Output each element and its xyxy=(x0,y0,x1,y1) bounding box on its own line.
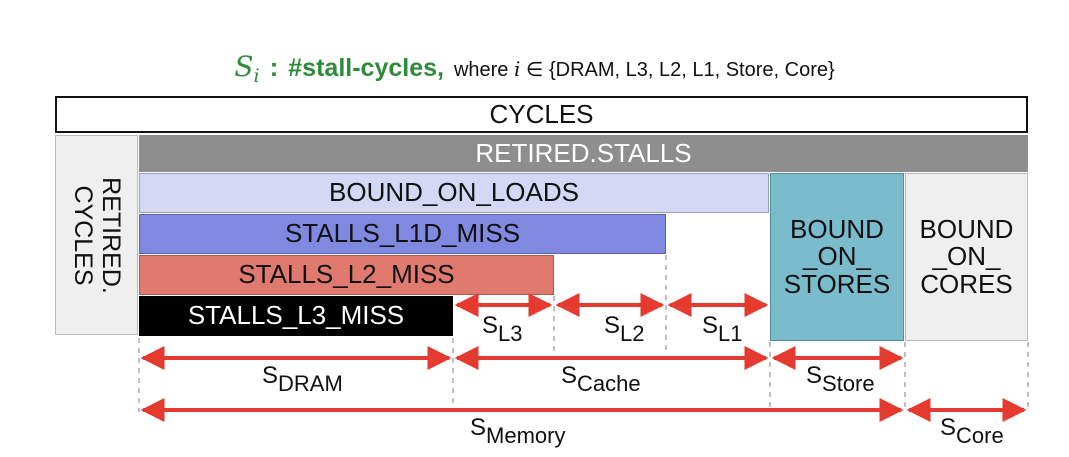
label-s-cache: SCache xyxy=(561,362,641,396)
bound-on-cores-box: BOUND _ON_ CORES xyxy=(905,173,1028,341)
header-definition: #stall-cycles, xyxy=(288,54,444,82)
stalls-l1d-miss-box: STALLS_L1D_MISS xyxy=(139,214,666,254)
label-s-dram: SDRAM xyxy=(262,362,343,396)
cycles-box: CYCLES xyxy=(55,96,1028,133)
header-symbol: Si xyxy=(234,50,260,87)
bound-on-stores-box: BOUND _ON_ STORES xyxy=(770,173,904,341)
header-where: where i ∈ {DRAM, L3, L2, L1, Store, Core… xyxy=(453,57,835,81)
retired-cycles-box: RETIRED. CYCLES xyxy=(55,135,138,335)
stalls-l2-miss-box: STALLS_L2_MISS xyxy=(139,255,554,295)
label-s-memory: SMemory xyxy=(470,414,566,448)
bound-on-loads-box: BOUND_ON_LOADS xyxy=(139,173,769,213)
retired-stalls-box: RETIRED.STALLS xyxy=(139,135,1028,172)
stalls-l3-miss-box: STALLS_L3_MISS xyxy=(139,296,453,336)
header-colon: : xyxy=(269,52,279,82)
label-s-store: SStore xyxy=(806,362,875,396)
label-s-core: SCore xyxy=(940,414,1004,448)
label-s-l1: SL1 xyxy=(702,312,743,346)
label-s-l3: SL3 xyxy=(482,312,523,346)
label-s-l2: SL2 xyxy=(604,312,645,346)
header-formula: Si : #stall-cycles, where i ∈ {DRAM, L3,… xyxy=(0,50,1069,90)
